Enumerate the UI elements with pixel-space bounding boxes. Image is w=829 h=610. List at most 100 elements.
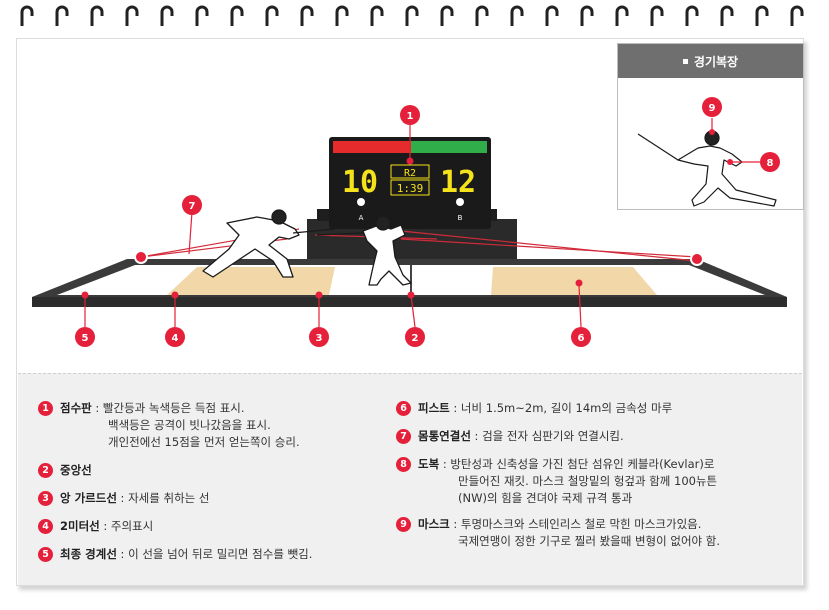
legend-description-continued: 만들어진 재킷. 마스크 철망밑의 헝겊과 함께 100뉴튼 — [458, 474, 718, 488]
fencer-right — [316, 215, 412, 286]
white-light-left — [357, 198, 365, 206]
binding-ring — [650, 5, 664, 26]
legend-term: 2미터선 — [60, 519, 100, 533]
legend-number-badge: 1 — [38, 401, 53, 416]
binding-ring — [720, 5, 734, 26]
binding-ring — [55, 5, 69, 26]
svg-text:4: 4 — [172, 333, 179, 344]
marker-4: 4 — [165, 327, 185, 347]
legend-description: : 투명마스크와 스테인리스 철로 막힌 마스크가있음. — [449, 517, 702, 531]
inset-title: 경기복장 — [693, 54, 739, 69]
binding-ring — [90, 5, 104, 26]
binding-ring — [195, 5, 209, 26]
marker-5: 5 — [75, 327, 95, 347]
legend-left: 1 점수판 : 빨간등과 녹색등은 득점 표시. 백색등은 공격이 빗나갔음을 표시… — [38, 400, 378, 580]
warning-zone-right — [491, 267, 657, 295]
legend-description: : 검을 전자 심판기와 연결시킴. — [470, 429, 624, 443]
binding-ring — [265, 5, 279, 26]
legend-term: 도복 — [418, 457, 440, 471]
legend-term: 피스트 — [418, 401, 450, 415]
legend-text: 마스크 : 투명마스크와 스테인리스 철로 막힌 마스크가있음.국제연맹이 정한… — [418, 516, 720, 550]
legend-number-badge: 3 — [38, 491, 53, 506]
inset-header: 경기복장 — [618, 44, 803, 78]
fencing-scene: 10 12 R2 1:39 A B — [32, 105, 787, 347]
legend-number-badge: 8 — [396, 457, 411, 472]
svg-text:6: 6 — [578, 333, 585, 344]
right-score: 12 — [440, 165, 476, 200]
marker-2: 2 — [405, 327, 425, 347]
legend-panel: 1 점수판 : 빨간등과 녹색등은 득점 표시. 백색등은 공격이 빗나갔음을 표시… — [18, 373, 802, 585]
binding-ring — [475, 5, 489, 26]
uniform-inset: 경기복장 9 8 — [617, 43, 804, 210]
binding-ring — [125, 5, 139, 26]
svg-text:9: 9 — [709, 103, 716, 114]
round-indicator: R2 — [404, 168, 416, 179]
white-light-right — [456, 198, 464, 206]
fencer-b-label: B — [458, 214, 463, 222]
marker-leaders — [84, 124, 582, 328]
legend-text: 2미터선 : 주의표시 — [60, 518, 153, 535]
legend-text: 앙 가르드선 : 자세를 취하는 선 — [60, 490, 209, 507]
binding-ring — [230, 5, 244, 26]
marker-dots — [81, 157, 583, 299]
legend-term: 최종 경계선 — [60, 547, 117, 561]
marker-7: 7 — [182, 195, 202, 215]
legend-description-continued: (NW)의 힘을 견뎌야 국제 규격 통과 — [458, 491, 633, 505]
legend-text: 몸통연결선 : 검을 전자 심판기와 연결시킴. — [418, 428, 624, 445]
binding-ring — [160, 5, 174, 26]
legend-description: : 주의표시 — [99, 519, 154, 533]
binding-ring — [545, 5, 559, 26]
legend-text: 중앙선 — [60, 462, 92, 479]
svg-text:7: 7 — [189, 201, 196, 212]
legend-number-badge: 4 — [38, 519, 53, 534]
legend-description: : 자세를 취하는 선 — [116, 491, 210, 505]
scoreboard-red-light — [333, 141, 411, 153]
marker-1: 1 — [400, 105, 420, 125]
scoreboard: 10 12 R2 1:39 A B — [329, 137, 491, 229]
svg-text:1: 1 — [407, 111, 414, 122]
legend-description: : 빨간등과 녹색등은 득점 표시. — [91, 401, 245, 415]
legend-text: 피스트 : 너비 1.5m~2m, 길이 14m의 금속성 마루 — [418, 400, 672, 417]
fencer-a-label: A — [359, 214, 364, 222]
reel-right — [690, 252, 704, 266]
legend-number-badge: 6 — [396, 401, 411, 416]
binding-ring — [300, 5, 314, 26]
legend-term: 몸통연결선 — [418, 429, 471, 443]
uniform-illustration: 9 8 — [637, 97, 780, 207]
legend-text: 최종 경계선 : 이 선을 넘어 뒤로 밀리면 점수를 뺏김. — [60, 546, 312, 563]
legend-term: 앙 가르드선 — [60, 491, 117, 505]
binding-ring — [510, 5, 524, 26]
marker-6: 6 — [571, 327, 591, 347]
binding-ring — [615, 5, 629, 26]
legend-description: : 이 선을 넘어 뒤로 밀리면 점수를 뺏김. — [116, 547, 313, 561]
legend-description-continued: 백색등은 공격이 빗나갔음을 표시. — [108, 418, 271, 432]
marker-3: 3 — [309, 327, 329, 347]
binding-ring — [405, 5, 419, 26]
legend-description: : 너비 1.5m~2m, 길이 14m의 금속성 마루 — [449, 401, 673, 415]
svg-text:5: 5 — [82, 333, 89, 344]
left-score: 10 — [342, 165, 378, 200]
binding-ring — [370, 5, 384, 26]
legend-term: 중앙선 — [60, 463, 92, 477]
svg-text:8: 8 — [767, 158, 774, 169]
diagram-card: 10 12 R2 1:39 A B — [16, 38, 804, 586]
legend-text: 점수판 : 빨간등과 녹색등은 득점 표시. 백색등은 공격이 빗나갔음을 표시.… — [60, 400, 300, 451]
legend-number-badge: 2 — [38, 463, 53, 478]
legend-term: 점수판 — [60, 401, 92, 415]
binding-ring — [685, 5, 699, 26]
bullet-square-icon — [682, 58, 688, 64]
reel-left — [134, 250, 148, 264]
svg-text:3: 3 — [316, 333, 323, 344]
legend-term: 마스크 — [418, 517, 450, 531]
binding-ring — [755, 5, 769, 26]
timer: 1:39 — [397, 182, 424, 195]
binding-ring — [335, 5, 349, 26]
scoreboard-green-light — [411, 141, 487, 153]
marker-9: 9 — [702, 97, 722, 117]
binding-ring — [440, 5, 454, 26]
binding-ring — [20, 5, 34, 26]
fencer-left — [202, 209, 336, 278]
binding-rings — [20, 5, 804, 26]
